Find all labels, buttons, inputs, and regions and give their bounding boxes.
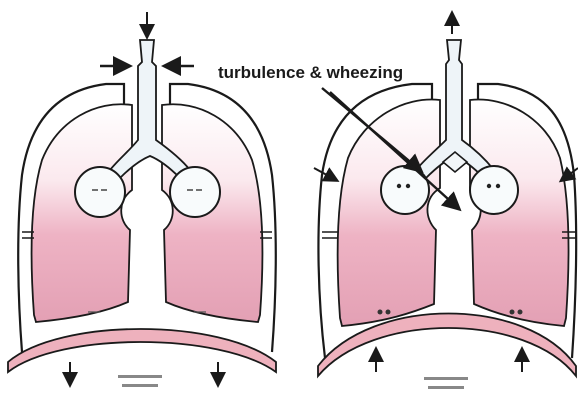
right-panel-caption: [424, 377, 468, 389]
left-panel-right-lung: [32, 104, 132, 322]
left-panel-caption: [118, 375, 162, 387]
right-panel-chest-arrow-left: [314, 168, 336, 180]
left-panel-alveolus-right: [170, 167, 220, 217]
annotation-label: turbulence & wheezing: [218, 63, 403, 82]
right-panel-alveolus-left: [381, 166, 429, 214]
right-panel-alveolus-right: [470, 166, 518, 214]
left-panel-diaphragm: [8, 329, 276, 372]
left-panel-left-lung: [162, 104, 262, 322]
right-panel-right-lung: [338, 100, 440, 326]
left-panel-alveolus-left: [75, 167, 125, 217]
right-panel-chest-arrow-right: [562, 168, 578, 180]
